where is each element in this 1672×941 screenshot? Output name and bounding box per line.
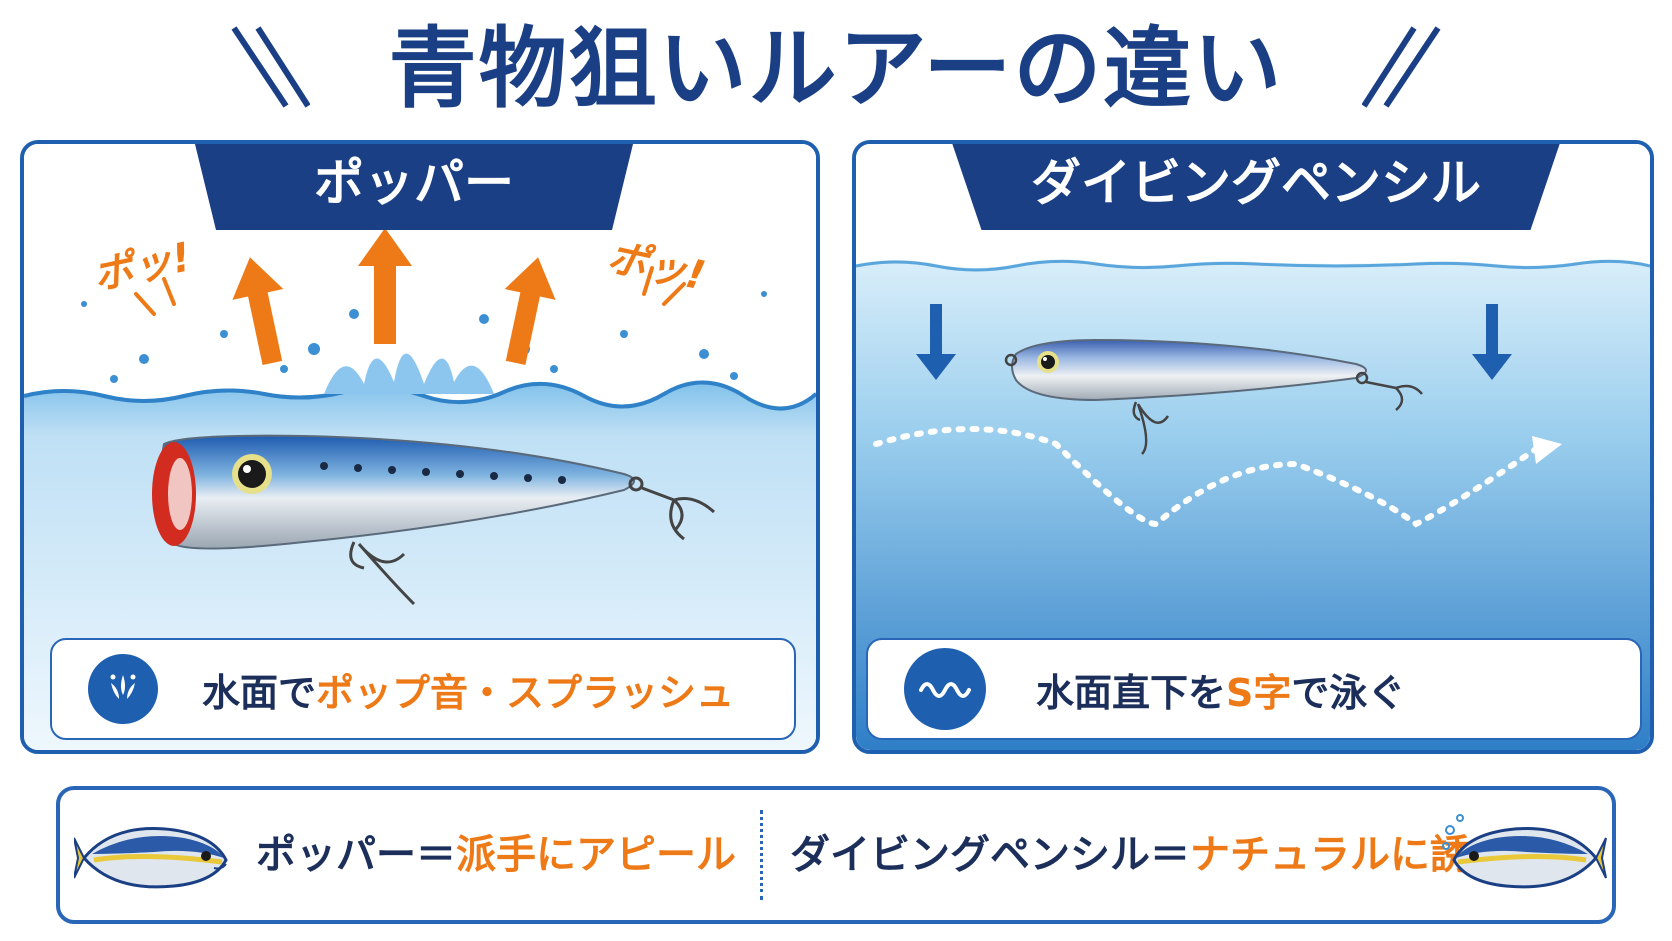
page-title: 青物狙いルアーの違い — [388, 17, 1284, 120]
popper-tab: ポッパー — [194, 144, 634, 230]
diving-pencil-tab: ダイビングペンシル — [951, 144, 1561, 230]
up-arrows — [232, 228, 556, 365]
summary-diving-pencil: ダイビングペンシル＝ナチュラルに誘う — [790, 832, 1510, 878]
title-deco-right-icon — [1362, 26, 1441, 108]
splash-drops — [81, 291, 767, 394]
yellowtail-left-icon — [74, 827, 228, 889]
popper-caption-text: 水面でポップ音・スプラッシュ — [202, 670, 735, 715]
splash-icon — [88, 654, 158, 724]
popper-panel: ポッパー ポッ! ポッ! 水面でポップ音・スプラッシュ — [20, 140, 820, 754]
diving-pencil-caption-text: 水面直下をS字で泳ぐ — [1036, 670, 1406, 715]
popper-lure — [152, 434, 716, 606]
summary-bar: ポッパー＝派手にアピール ダイビングペンシル＝ナチュラルに誘う — [56, 786, 1616, 924]
summary-divider — [760, 810, 763, 900]
wave-icon — [904, 648, 986, 730]
popper-caption: 水面でポップ音・スプラッシュ — [50, 638, 796, 740]
title-deco-left-icon — [231, 26, 310, 108]
summary-popper: ポッパー＝派手にアピール — [256, 832, 736, 878]
down-arrows — [916, 304, 1512, 380]
diving-pencil-caption: 水面直下をS字で泳ぐ — [866, 638, 1642, 740]
diving-pencil-lure — [1004, 338, 1423, 455]
diving-pencil-panel: ダイビングペンシル 水面直下をS字で泳ぐ — [852, 140, 1654, 754]
yellowtail-right-icon — [1442, 814, 1607, 889]
